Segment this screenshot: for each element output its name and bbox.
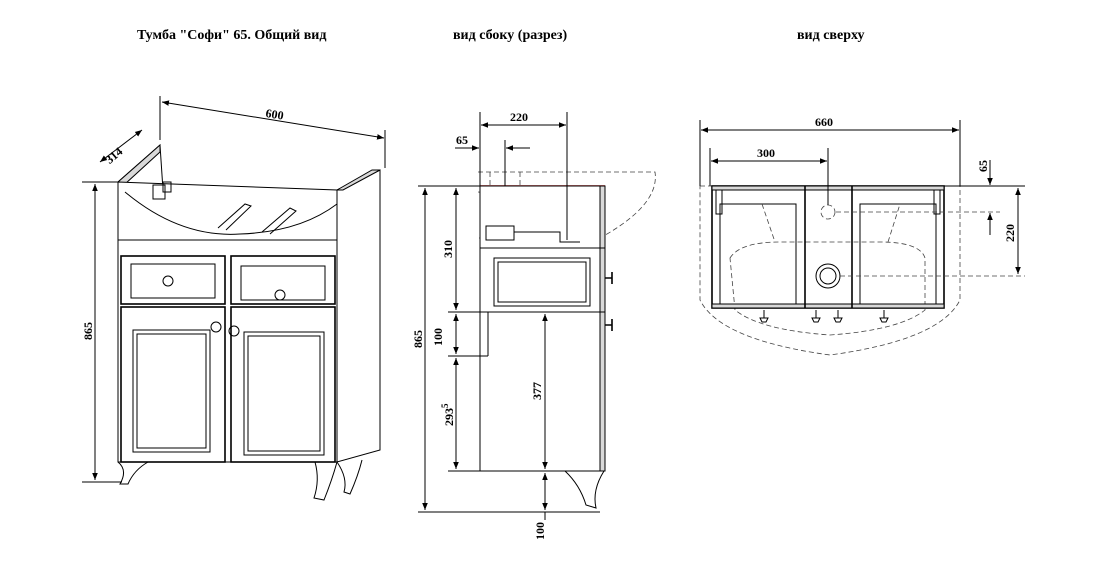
dim-310: 310 — [441, 240, 455, 258]
dim-width-600: 600 — [265, 106, 285, 123]
general-dimensions: 600 314 865 — [81, 96, 386, 483]
dim-660: 660 — [815, 115, 833, 129]
dim-height-865: 865 — [81, 322, 95, 340]
dim-100-leg: 100 — [533, 522, 547, 540]
dim-865: 865 — [411, 330, 425, 348]
dim-65: 65 — [456, 133, 468, 147]
title-general-view: Тумба "Софи" 65. Общий вид — [137, 28, 327, 43]
title-top-view: вид сверху — [797, 28, 865, 43]
top-dimensions: 660 300 65 220 — [699, 115, 1025, 277]
dim-65-top: 65 — [976, 160, 990, 172]
dim-2935: 2935 — [440, 403, 456, 426]
dim-220-top: 220 — [1003, 224, 1017, 242]
general-view — [116, 143, 381, 501]
dim-377: 377 — [530, 382, 544, 400]
top-view — [699, 185, 961, 356]
dim-2935-sup: 5 — [440, 403, 450, 408]
dim-2935-main: 293 — [442, 408, 456, 426]
dim-depth-314: 314 — [103, 144, 126, 166]
side-dimensions: 220 65 865 310 100 2935 377 100 — [411, 110, 600, 540]
dim-300: 300 — [757, 146, 775, 160]
dim-100-upper: 100 — [431, 328, 445, 346]
title-side-view: вид сбоку (разрез) — [453, 28, 568, 43]
dim-220: 220 — [510, 110, 528, 124]
